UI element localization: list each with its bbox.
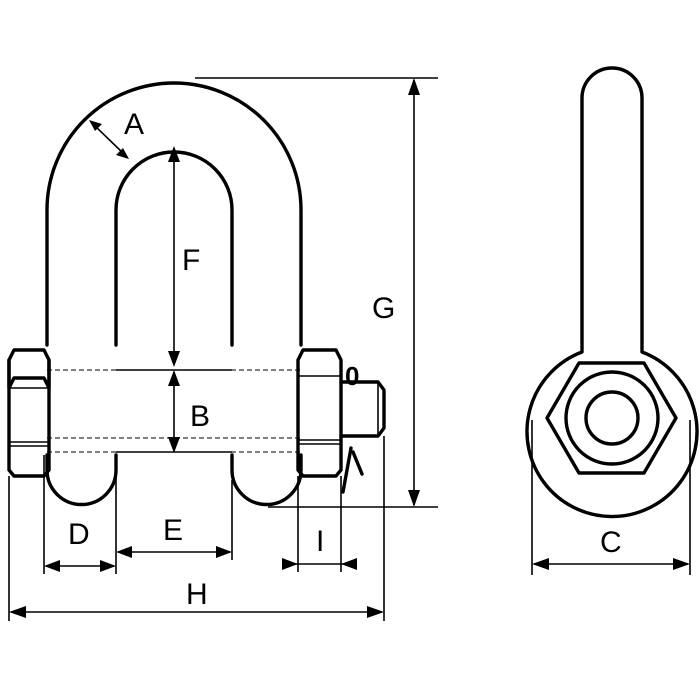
pin-nut-right (296, 348, 343, 478)
label-d: D (68, 518, 90, 551)
cotter-pin: 0 (341, 361, 364, 494)
shackle-pin (7, 348, 386, 478)
dimension-e: E (116, 480, 233, 560)
pin-head-left (7, 348, 51, 390)
label-f: F (182, 244, 200, 277)
side-view-hex-nut (545, 361, 678, 475)
dimension-a: A (89, 108, 144, 159)
dimension-h: H (8, 436, 385, 621)
side-view-pin-inner (584, 390, 640, 446)
label-g: G (372, 292, 395, 325)
shackle-outer-outline (45, 81, 303, 347)
dimension-b: B (168, 370, 210, 453)
label-a: A (124, 108, 144, 141)
shackle-side-view (525, 66, 699, 519)
pin-threaded-end (339, 380, 386, 438)
side-view-outline (525, 66, 699, 519)
dimension-i: I (282, 476, 357, 572)
dimension-d: D (43, 455, 117, 574)
shackle-body (45, 81, 303, 507)
label-i: I (316, 525, 324, 558)
label-b: B (190, 400, 210, 433)
label-c: C (600, 526, 622, 559)
dimension-c: C (531, 420, 691, 575)
label-e: E (163, 514, 183, 547)
shackle-right-eye (230, 453, 303, 507)
dimension-g: G (195, 77, 438, 508)
side-view-pin-outer (564, 370, 660, 466)
cotter-label: 0 (345, 361, 359, 391)
dimension-f: F (168, 146, 200, 367)
shackle-left-eye (45, 453, 118, 507)
label-h: H (186, 578, 208, 611)
